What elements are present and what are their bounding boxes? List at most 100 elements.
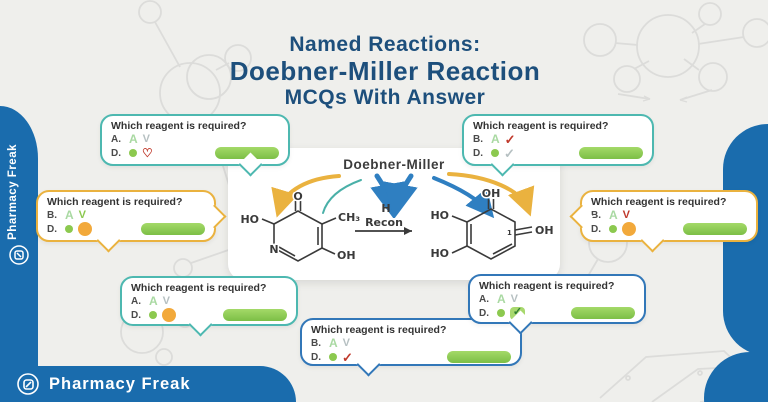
reaction-name: Doebner-Miller [343,157,445,172]
condition-top: H [381,202,390,215]
label-oh-right: OH [535,224,554,237]
sidebar-brand-text: Pharmacy Freak [7,144,19,240]
footer-brand-text: Pharmacy Freak [49,374,191,393]
option-letter: B. [311,337,321,349]
question-text: Which reagent is required? [131,282,267,294]
circle-orange-icon [78,222,92,236]
vee-gray-icon: V [162,294,171,307]
check-red-icon: ✓ [504,131,516,147]
reaction-arrows [271,172,535,218]
question-text: Which reagent is required? [311,324,447,336]
a-green-icon: A [497,292,506,306]
option-icons [609,222,636,236]
pharmacy-freak-logo-icon [9,245,29,265]
question-text: Which reagent is required? [111,120,247,132]
option-icons: ✓ [491,147,515,160]
title-line-3: MCQs With Answer [284,85,486,109]
option-letter: D. [473,147,483,159]
title-line-2: Doebner-Miller Reaction [229,55,541,86]
label-ho-lower: HO [430,247,449,260]
option-letter: B. [591,209,601,221]
answer-pill [447,351,511,363]
option-letter: D. [111,147,121,159]
curved-arrow-blue-center-right [383,173,418,218]
dot-green-icon [491,149,499,157]
question-text: Which reagent is required? [479,280,615,292]
curved-line-teal-left [322,179,362,214]
curved-arrow-blue-right [432,176,495,218]
condition-bottom: Recon [365,216,403,229]
option-letter: D. [591,223,601,235]
a-green-icon: A [65,208,74,222]
option-icons [149,308,176,322]
option-icons [65,222,92,236]
curved-arrow-orange-right [447,172,535,217]
answer-pill [223,309,287,321]
option-letter: B. [47,209,57,221]
vee-gray-icon: V [510,292,519,305]
option-icons: ✓ [329,351,353,364]
page-title: Named Reactions: Doebner-Miller Reaction… [140,33,630,109]
option-letter: D. [47,223,57,235]
dot-green-icon [149,311,157,319]
answer-pill [579,147,643,159]
option-letter: A. [479,293,489,305]
option-letter: D. [479,307,489,319]
question-text: Which reagent is required? [47,196,183,208]
option-letter: A. [131,295,141,307]
ring-mark: 1 [507,229,512,237]
vee-gray-icon: V [142,132,151,145]
title-line-1: Named Reactions: [289,33,481,56]
label-n: N [269,243,278,256]
circle-orange-icon [622,222,636,236]
mcq-bubble-top-right: Which reagent is required? B.A✓ D.✓ [462,114,654,177]
dot-green-icon [497,309,505,317]
question-text: Which reagent is required? [591,196,727,208]
circle-orange-icon [162,308,176,322]
a-green-icon: A [149,294,158,308]
option-icons: A✓ [491,133,516,146]
check-gray-icon: ✓ [504,145,515,161]
option-letter: D. [131,309,141,321]
a-green-icon: A [129,132,138,146]
question-text: Which reagent is required? [473,120,609,132]
option-icons: ♡ [129,147,153,159]
vee-green-icon: V [78,208,87,221]
answer-pill [571,307,635,319]
option-letter: D. [311,351,321,363]
vee-red-icon: V [622,208,631,221]
a-green-icon: A [609,208,618,222]
option-letter: B. [473,133,483,145]
check-red-icon: ✓ [342,349,353,365]
a-green-icon: A [491,132,500,146]
mcq-bubble-bottom-right: Which reagent is required? A.AV D.✓ [468,274,646,335]
reaction-condition-arrow: H Recon [355,202,412,235]
dot-green-icon [329,353,337,361]
label-oh-top: OH [482,188,501,200]
label-o: O [293,192,302,203]
dot-green-icon [65,225,73,233]
label-oh: OH [337,249,356,262]
label-ch3: CH₃ [338,211,360,224]
product-structure: OH HO HO OH 1 [429,188,555,262]
option-letter: A. [111,133,121,145]
label-ho: HO [240,213,259,226]
dot-green-icon [129,149,137,157]
left-sidebar: Pharmacy Freak [0,106,38,402]
footer-bar: Pharmacy Freak [0,366,296,402]
heart-red-icon: ♡ [142,146,153,160]
dot-green-icon [609,225,617,233]
answer-pill [215,147,279,159]
answer-pill [141,223,205,235]
